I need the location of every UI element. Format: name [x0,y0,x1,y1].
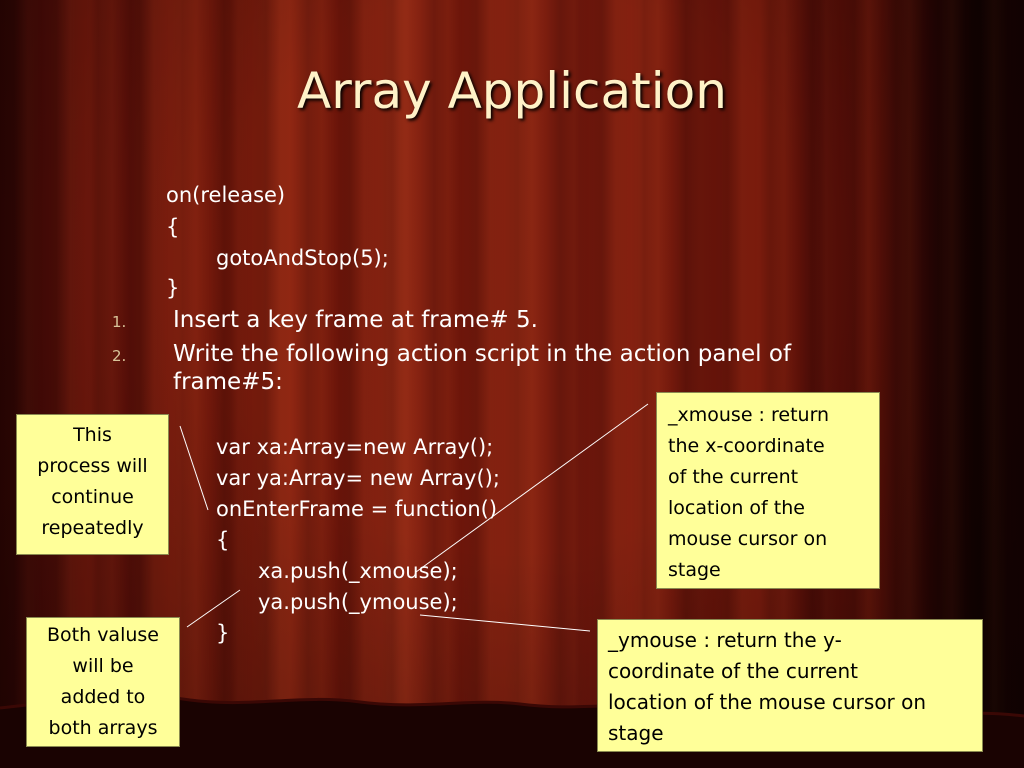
step-text: frame#5: [173,369,283,395]
callout-both-values: Both valuse will be added to both arrays [26,617,180,747]
code-line: gotoAndStop(5); [216,246,389,270]
callout-line: the x-coordinate [668,435,825,457]
callout-line: coordinate of the current [608,659,858,683]
callout-line: location of the [668,497,805,519]
callout-line: both arrays [48,717,158,739]
callout-line: continue [51,486,134,508]
callout-line: process will [37,455,148,477]
code-line: onEnterFrame = function() [216,497,498,521]
code-line: xa.push(_xmouse); [258,559,458,583]
code-line: } [166,276,180,300]
callout-line: repeatedly [41,517,144,539]
step-number: 2. [112,347,127,365]
callout-ymouse: _ymouse : return the y- coordinate of th… [597,619,983,752]
callout-line: _xmouse : return [668,404,830,426]
code-line: on(release) [166,183,286,207]
callout-line: added to [60,686,146,708]
code-line: ya.push(_ymouse); [258,590,458,614]
callout-line: mouse cursor on [668,528,828,550]
step-text: Insert a key frame at frame# 5. [173,307,538,333]
code-line: var xa:Array=new Array(); [216,435,494,459]
callout-line: Both valuse [47,624,159,646]
callout-line: location of the mouse cursor on [608,690,927,714]
step-text: Write the following action script in the… [173,341,792,367]
callout-xmouse: _xmouse : return the x-coordinate of the… [656,392,880,589]
callout-repeat: This process will continue repeatedly [16,414,169,555]
code-line: } [216,621,230,645]
slide-title: Array Application [297,62,727,120]
callout-line: _ymouse : return the y- [608,628,842,652]
callout-line: of the current [668,466,799,488]
step-number: 1. [112,313,127,331]
callout-line: stage [608,721,664,745]
callout-line: will be [72,655,134,677]
code-line: { [166,215,180,239]
code-line: var ya:Array= new Array(); [216,466,500,490]
callout-line: This [73,424,112,446]
code-line: { [216,528,230,552]
callout-line: stage [668,559,721,581]
